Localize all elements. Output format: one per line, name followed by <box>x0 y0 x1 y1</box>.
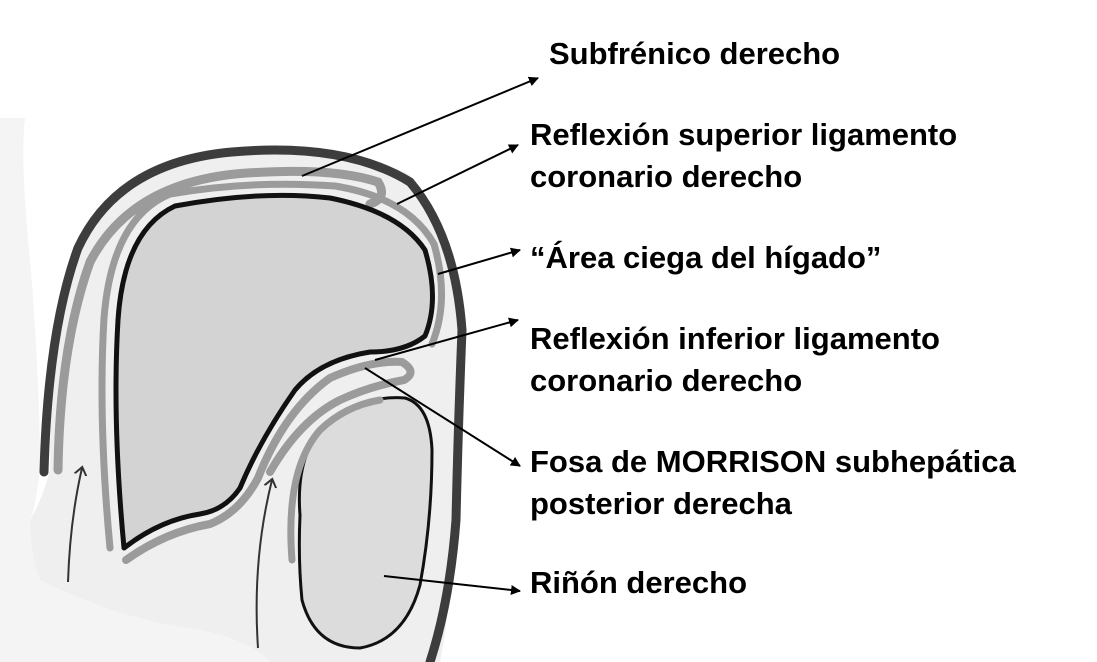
label-rinon-derecho: Riñón derecho <box>530 565 748 600</box>
pointer-rinon <box>383 575 521 595</box>
label-subfrenico-derecho: Subfrénico derecho <box>549 36 841 71</box>
label-fosa-morrison-line2: posterior derecha <box>530 486 792 521</box>
flow-arrow-right <box>255 480 272 649</box>
label-reflexion-superior-line2: coronario derecho <box>530 159 803 194</box>
flow-arrow-left <box>67 468 82 583</box>
pointer-reflexion-inferior <box>374 317 519 361</box>
label-fosa-morrison-line1: Fosa de MORRISON subhepática <box>530 444 1016 479</box>
label-reflexion-superior-line1: Reflexión superior ligamento <box>530 117 958 152</box>
liver-shape <box>113 192 435 551</box>
pointer-subfrenico <box>301 76 539 177</box>
label-reflexion-inferior: Reflexión inferior ligamento coronario d… <box>530 318 940 402</box>
label-reflexion-inferior-line2: coronario derecho <box>530 363 803 398</box>
liver-serosa <box>98 180 446 552</box>
pointer-reflexion-superior <box>396 144 519 205</box>
background-tissue <box>0 118 270 662</box>
label-reflexion-inferior-line1: Reflexión inferior ligamento <box>530 321 940 356</box>
pointer-area-ciega <box>437 247 521 275</box>
parietal-peritoneum-outer <box>39 145 467 662</box>
kidney-capsule <box>287 396 384 564</box>
parietal-peritoneum-inner <box>53 166 387 475</box>
inferior-fold <box>122 357 415 564</box>
label-reflexion-superior: Reflexión superior ligamento coronario d… <box>530 114 957 198</box>
label-fosa-morrison: Fosa de MORRISON subhepática posterior d… <box>530 441 1016 525</box>
label-area-ciega: “Área ciega del hígado” <box>530 240 882 275</box>
pointer-morrison <box>364 367 521 467</box>
